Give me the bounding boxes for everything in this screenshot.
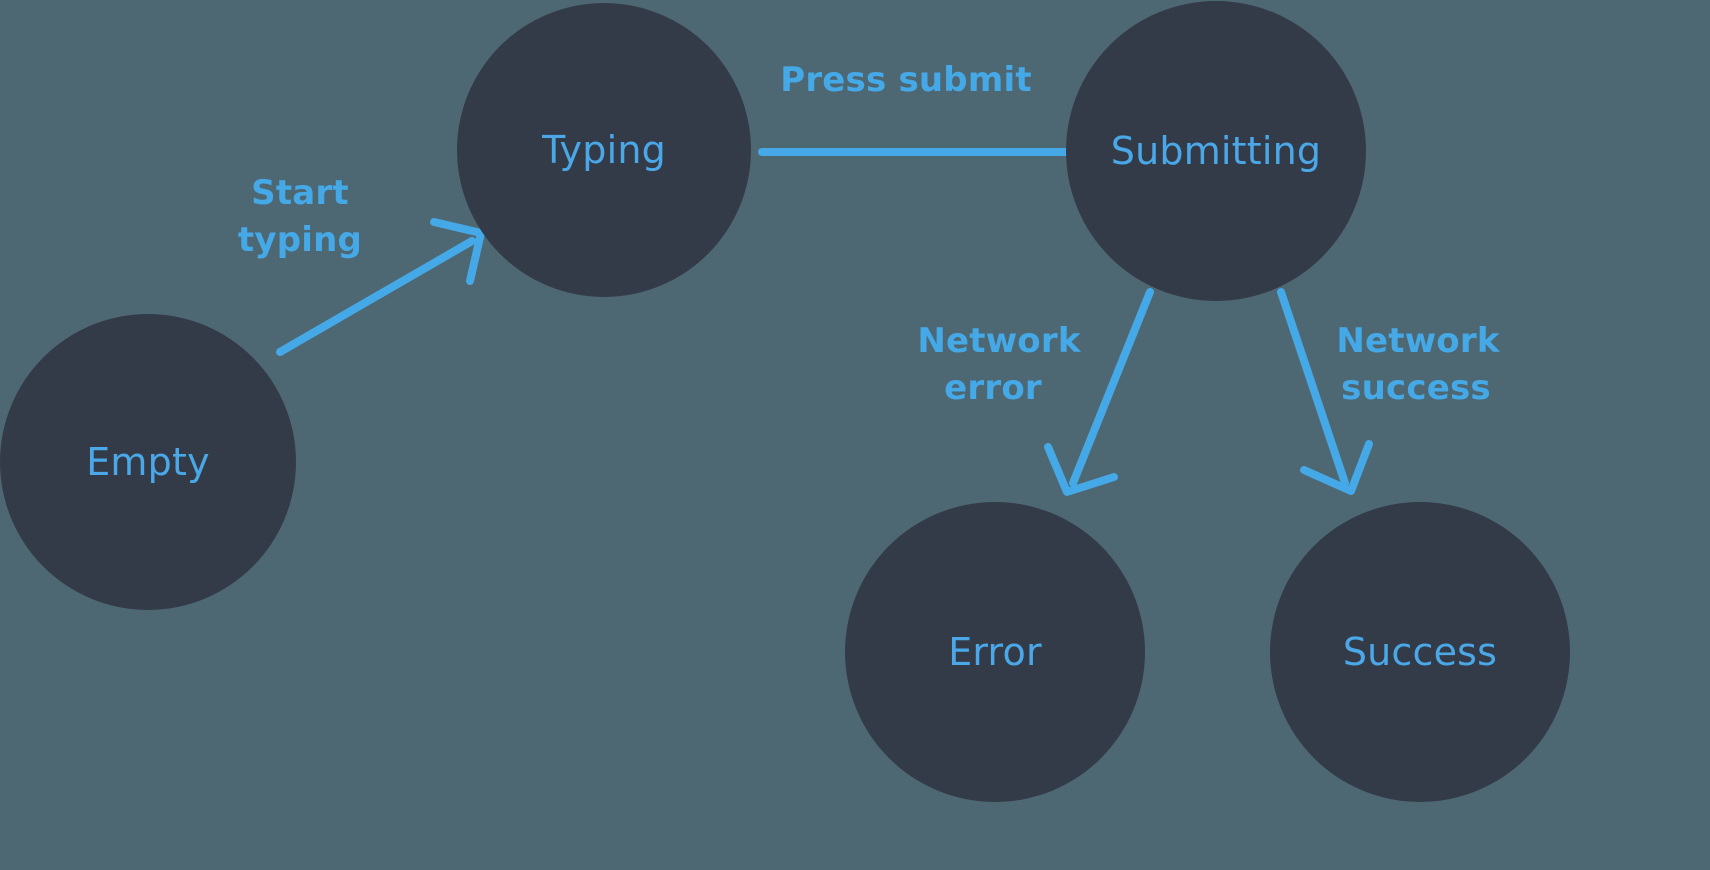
state-node-success-label: Success [1343,630,1497,674]
state-node-submitting-label: Submitting [1111,129,1321,173]
edge-label-press-submit-line1: Press submit [780,60,1032,100]
edge-network-error-line [1069,288,1154,487]
state-node-typing-label: Typing [541,128,666,172]
edge-network-error [1044,288,1154,496]
edge-start-typing-arrowhead [430,218,485,285]
edge-start-typing-line [276,237,476,356]
edge-label-network-error-line1: Network [917,321,1082,361]
edge-label-start-typing-line2: typing [238,220,362,260]
edge-label-network-error: Network error [917,321,1082,408]
state-node-error-circle[interactable] [845,502,1145,802]
state-node-error-label: Error [948,630,1042,674]
state-node-success[interactable]: Success [1270,502,1570,802]
edge-label-network-success-line2: success [1341,368,1491,408]
edges-layer [276,117,1373,496]
edge-labels-layer: Start typing Press submit Network error … [238,60,1501,408]
edge-network-error-arrowhead [1044,443,1118,496]
edge-network-success [1277,288,1373,495]
edge-start-typing [276,218,485,356]
state-node-typing-circle[interactable] [457,3,751,297]
state-node-success-circle[interactable] [1270,502,1570,802]
state-node-error[interactable]: Error [845,502,1145,802]
edge-network-success-arrowhead [1300,440,1373,495]
nodes-layer: Empty Typing Submitting Error Success [0,1,1570,802]
edge-label-network-success: Network success [1336,321,1501,408]
state-node-empty[interactable]: Empty [0,314,296,610]
edge-label-start-typing-line1: Start [251,173,349,213]
edge-label-network-error-line2: error [944,368,1042,408]
state-node-submitting-circle[interactable] [1066,1,1366,301]
edge-label-press-submit: Press submit [780,60,1032,100]
state-node-empty-circle[interactable] [0,314,296,610]
state-node-typing[interactable]: Typing [457,3,751,297]
edge-label-network-success-line1: Network [1336,321,1501,361]
state-node-submitting[interactable]: Submitting [1066,1,1366,301]
state-node-empty-label: Empty [86,440,210,484]
edge-label-start-typing: Start typing [238,173,362,260]
edge-network-success-line [1277,288,1349,487]
